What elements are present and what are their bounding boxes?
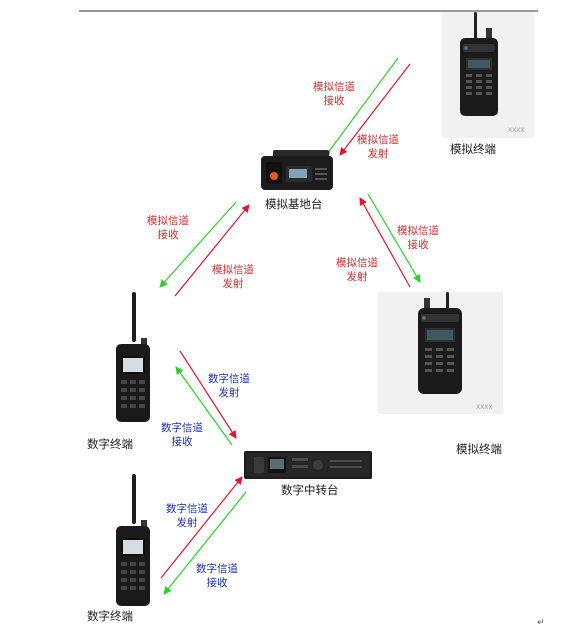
label-analog-base-station: 模拟基地台: [265, 197, 323, 211]
link-label-d2-rx: 数字信道接收: [196, 563, 238, 589]
arrow-a1-rx: [322, 57, 399, 159]
label-digital-repeater: 数字中转台: [281, 483, 339, 497]
arrow-a3-rx: [367, 193, 421, 283]
arrow-d1-tx: [179, 350, 237, 439]
arrow-d2-rx: [163, 491, 247, 595]
label-analog-terminal-right: 模拟终端: [456, 442, 502, 456]
link-label-d2-tx: 数字信道发射: [166, 503, 208, 529]
arrow-d2-tx: [160, 476, 243, 579]
link-label-a3-rx: 模拟信道接收: [397, 225, 439, 251]
watermark-right-photo: XXXX: [476, 404, 493, 411]
digital-terminal-bottom-device: [116, 474, 150, 606]
link-label-a2-rx: 模拟信道接收: [147, 215, 189, 241]
link-label-d1-tx: 数字信道发射: [208, 373, 250, 399]
digital-repeater-device: [244, 451, 372, 479]
label-digital-terminal-left: 数字终端: [87, 437, 133, 451]
link-label-a2-tx: 模拟信道发射: [212, 264, 254, 290]
digital-terminal-left-device: [116, 292, 150, 422]
link-label-a3-tx: 模拟信道发射: [336, 257, 378, 283]
arrow-d1-rx: [175, 366, 233, 446]
arrow-a2-rx: [159, 201, 237, 288]
arrow-a3-tx: [359, 197, 411, 288]
link-label-a1-tx: 模拟信道发射: [357, 134, 399, 160]
watermark-top-photo: XXXX: [508, 127, 525, 134]
link-label-d1-rx: 数字信道接收: [161, 422, 203, 448]
arrow-a1-tx: [339, 63, 411, 156]
analog-terminal-top-photo: [442, 12, 534, 138]
paragraph-mark: ↵: [537, 618, 545, 628]
analog-terminal-right-photo: [378, 292, 503, 414]
analog-base-station-device: [261, 150, 333, 190]
link-label-a1-rx: 模拟信道接收: [313, 81, 355, 107]
label-analog-terminal-top: 模拟终端: [450, 142, 496, 156]
label-digital-terminal-bottom: 数字终端: [87, 609, 133, 623]
arrow-a2-tx: [174, 204, 250, 297]
